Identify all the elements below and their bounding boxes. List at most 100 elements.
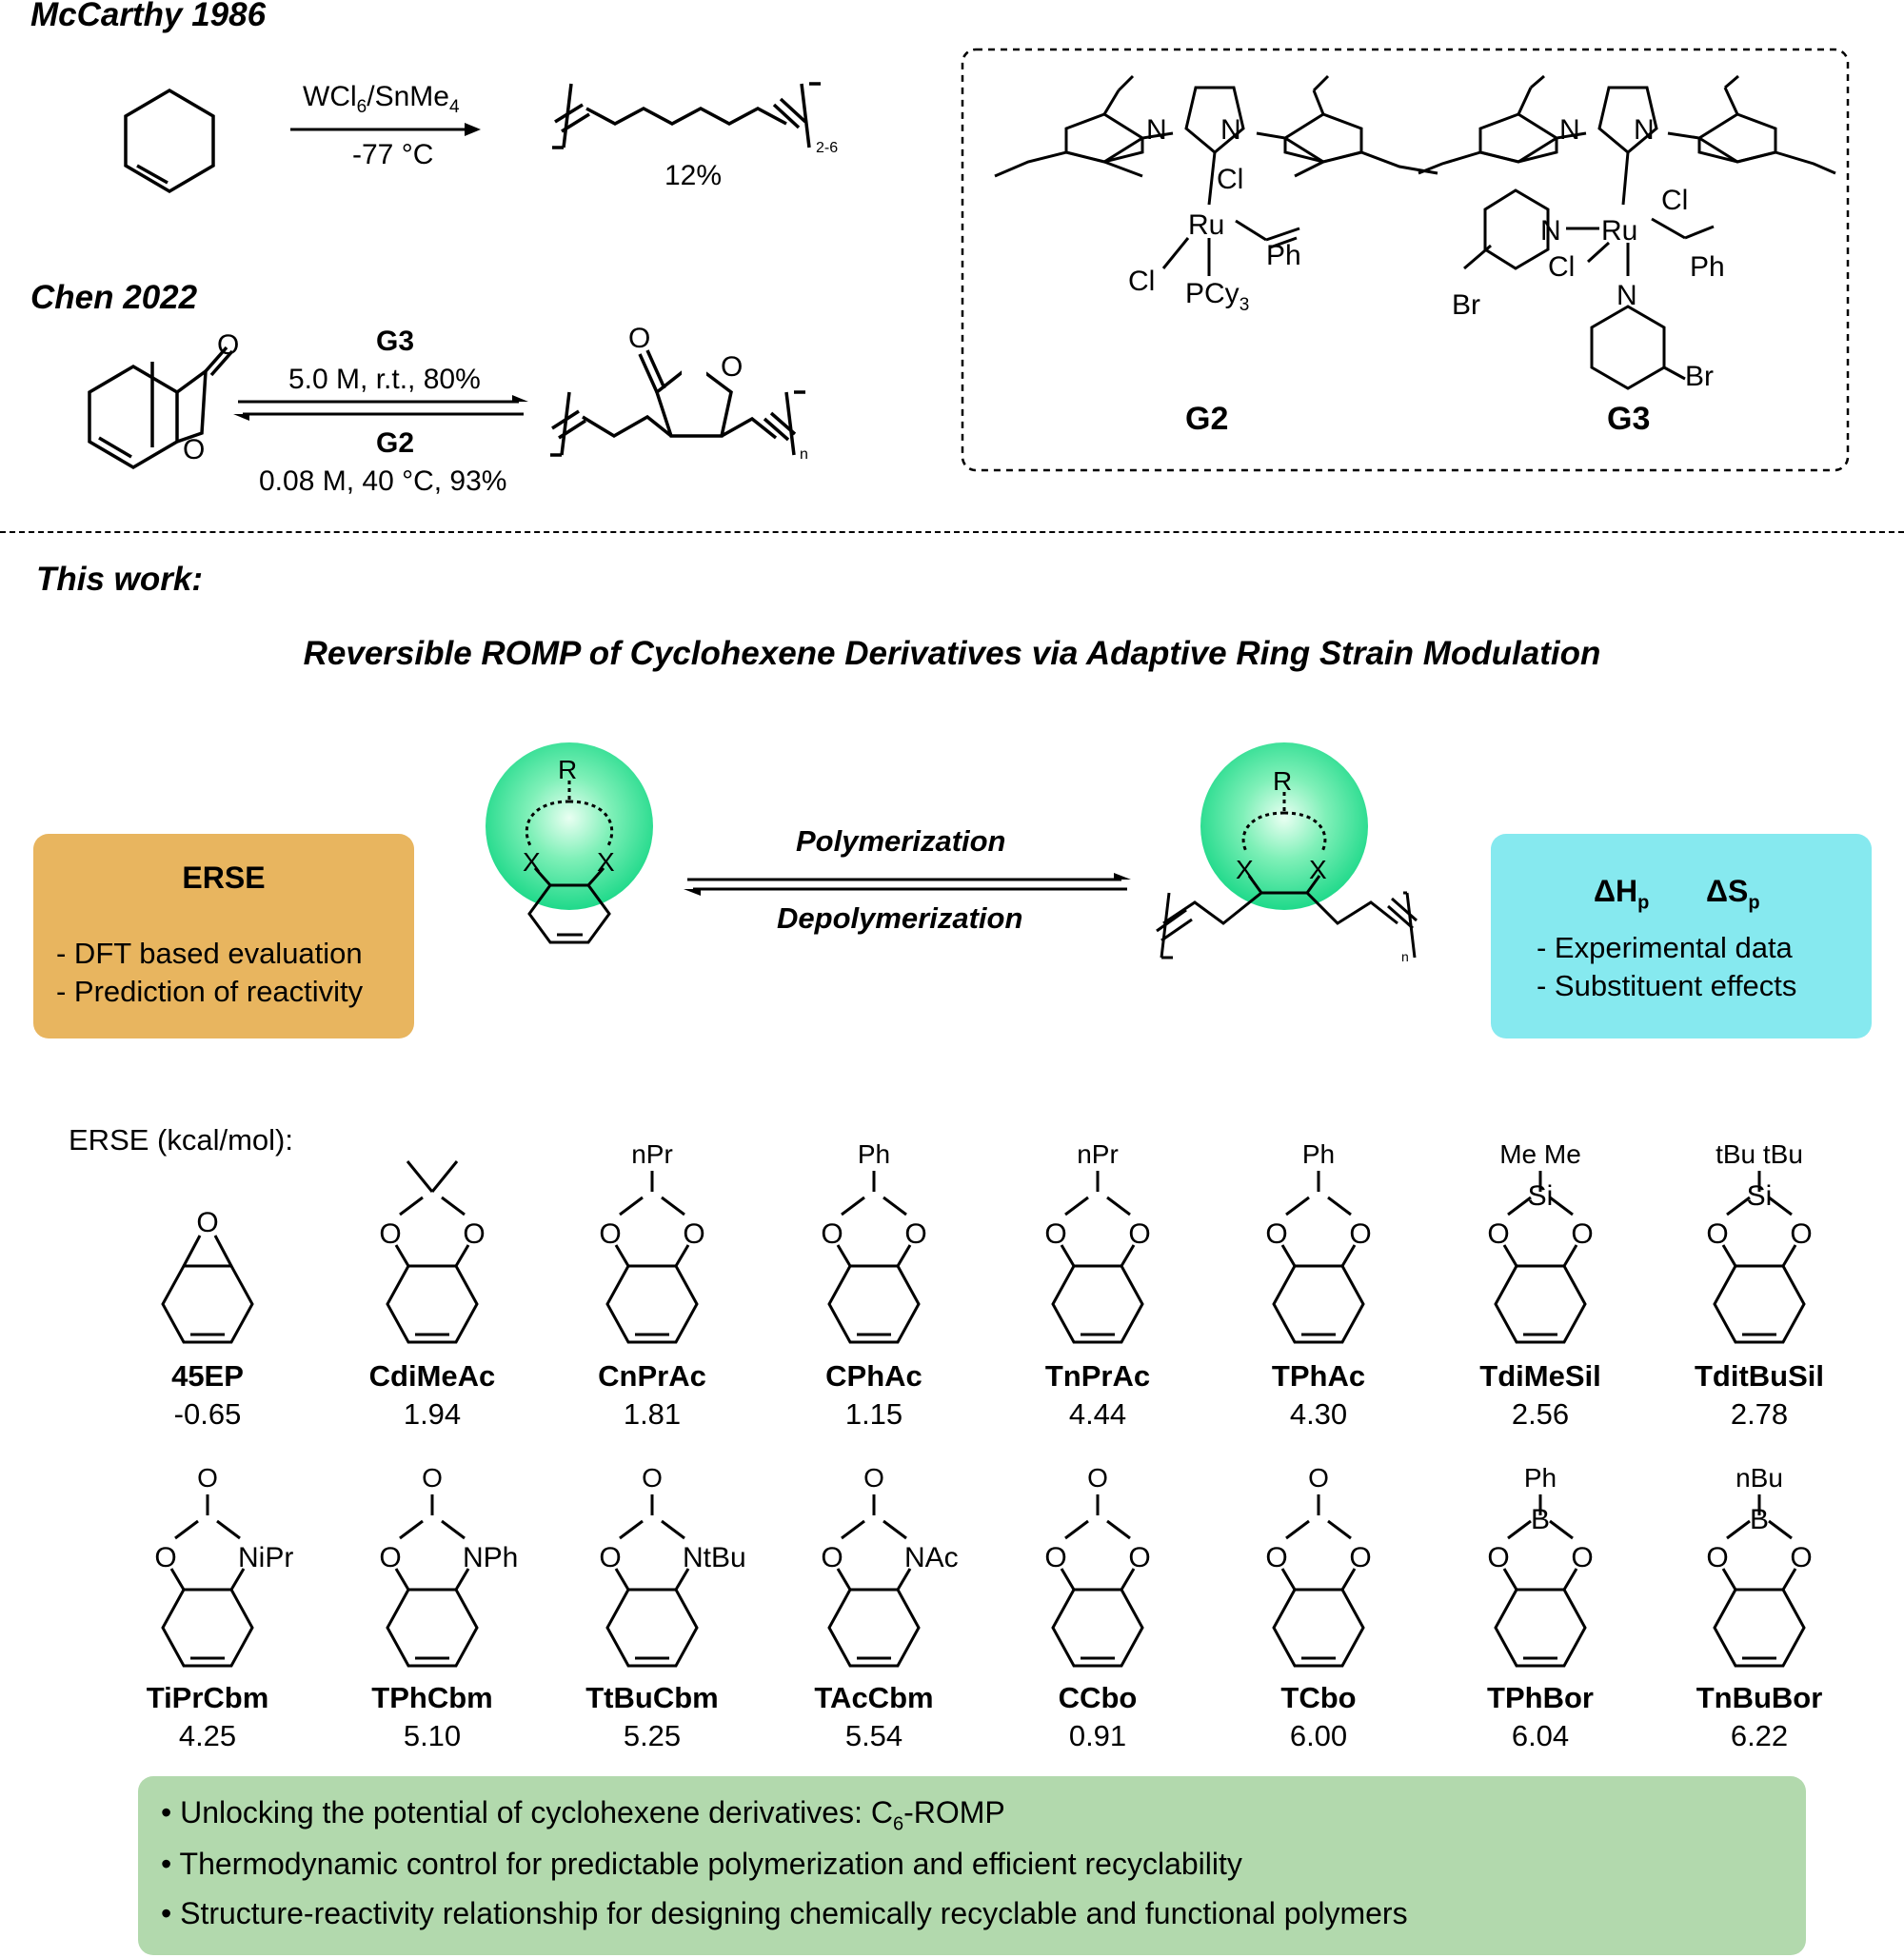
delta-h-label: ΔHp [1594,874,1650,914]
mccarthy-reagent: WCl6/SnMe4 [303,81,460,117]
cyclohexene-structure [124,88,215,194]
this-work-label: This work: [36,561,204,598]
g2-pcy3: PCy3 [1185,278,1249,315]
this-work-equilibrium [684,873,1131,896]
svg-text:B: B [1531,1504,1550,1535]
g3-n2: N [1634,114,1655,146]
thermo-box-line2: - Substituent effects [1537,969,1797,1002]
mccarthy-title: McCarthy 1986 [30,0,267,33]
svg-text:O: O [1349,1218,1371,1250]
delta-s-label: ΔSp [1706,874,1760,914]
svg-text:O: O [721,351,743,383]
this-work-scheme: R X X R X X n [486,742,1418,964]
chen-subscript: n [800,446,808,463]
mccarthy-polymer [552,82,821,149]
chen-forward-catalyst: G3 [376,326,415,357]
svg-text:NiPr: NiPr [238,1542,293,1573]
chen-reverse-conditions: 0.08 M, 40 °C, 93% [259,465,507,497]
erse-box: ERSE - DFT based evaluation - Prediction… [33,834,414,1038]
chen-forward-conditions: 5.0 M, r.t., 80% [288,364,481,395]
mccarthy-temp: -77 °C [352,139,434,170]
svg-text:O: O [599,1542,621,1573]
g3-n-py2: N [1616,280,1637,311]
svg-text:O: O [1265,1542,1287,1573]
compound-name: TdiMeSil [1479,1359,1601,1393]
compound-erse: 6.04 [1511,1719,1570,1752]
compound-erse: 4.44 [1068,1397,1127,1431]
g2-n1: N [1146,114,1167,146]
svg-text:O: O [197,1463,218,1493]
chen-monomer-o2: O [183,434,205,465]
compound-erse: 5.25 [623,1719,682,1752]
svg-text:O: O [683,1218,704,1250]
compound-structure-r2-3: O NtBu O [599,1463,746,1668]
svg-text:O: O [821,1218,843,1250]
svg-text:R: R [558,755,577,784]
svg-text:O: O [1265,1218,1287,1250]
compound-erse: 5.54 [844,1719,903,1752]
compound-name: TPhAc [1271,1359,1366,1393]
svg-text:NPh: NPh [463,1542,518,1573]
svg-text:X: X [1309,855,1327,884]
svg-text:R: R [1273,766,1292,796]
svg-text:O: O [1087,1463,1108,1493]
svg-text:O: O [904,1218,926,1250]
svg-text:nBu: nBu [1735,1463,1783,1493]
svg-text:O: O [642,1463,663,1493]
compound-name: TAcCbm [814,1681,934,1714]
svg-text:O: O [1349,1542,1371,1573]
compound-name: TPhCbm [371,1681,493,1714]
summary-box: • Unlocking the potential of cyclohexene… [138,1776,1806,1955]
catalyst-box [961,48,1850,472]
g2-cl1: Cl [1217,164,1243,195]
svg-text:Ph: Ph [1524,1463,1557,1493]
svg-text:NtBu: NtBu [683,1542,746,1573]
compound-erse: 0.91 [1068,1719,1127,1752]
svg-text:B: B [1750,1504,1769,1535]
compound-name: TPhBor [1487,1681,1594,1714]
compound-name: CPhAc [825,1359,922,1393]
chen-polymer [550,349,805,457]
svg-text:O: O [628,323,650,354]
compound-erse: 1.81 [623,1397,682,1431]
svg-text:O: O [379,1542,401,1573]
svg-text:O: O [821,1542,843,1573]
bullet-3: • Structure-reactivity relationship for … [161,1896,1408,1930]
erse-box-title: ERSE [182,860,266,895]
compound-erse: 2.56 [1511,1397,1570,1431]
svg-text:nPr: nPr [1077,1139,1119,1169]
this-work-title: Reversible ROMP of Cyclohexene Derivativ… [303,635,1601,672]
g2-structure [994,74,1438,276]
polymer-structure [1156,792,1418,959]
g2-n2: N [1220,114,1241,146]
g2-ru: Ru [1188,209,1224,241]
g3-br1: Br [1452,289,1480,321]
compound-erse: 6.22 [1730,1719,1789,1752]
bullet-1: • Unlocking the potential of cyclohexene… [161,1795,1005,1835]
g3-n-py1: N [1540,215,1561,247]
svg-text:O: O [1044,1542,1066,1573]
svg-text:O: O [1706,1218,1728,1250]
erse-units-label: ERSE (kcal/mol): [69,1123,293,1157]
g3-ph: Ph [1690,251,1725,283]
polymerization-label: Polymerization [796,824,1006,858]
svg-text:O: O [1487,1542,1509,1573]
svg-text:O: O [463,1218,485,1250]
compound-name: TnBuBor [1696,1681,1823,1714]
compound-erse: 4.30 [1289,1397,1348,1431]
svg-text:O: O [1706,1542,1728,1573]
polymer-sphere [1200,742,1368,910]
chen-title: Chen 2022 [30,279,198,316]
g3-n1: N [1559,114,1580,146]
